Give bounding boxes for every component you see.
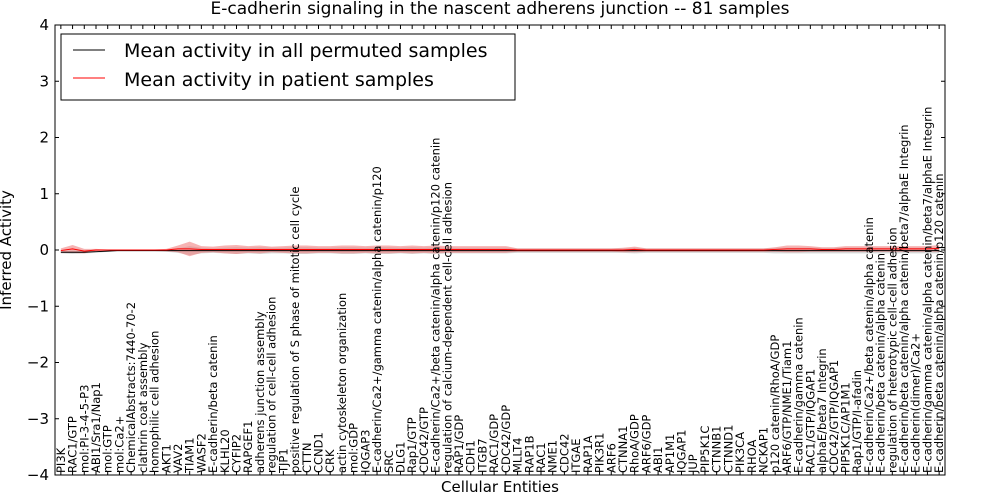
y-tick-label: −4 bbox=[27, 466, 49, 484]
x-category-label: regulation of heterotypic cell-cell adhe… bbox=[885, 227, 899, 473]
x-category-label: RAPGEF1 bbox=[241, 421, 255, 473]
x-category-label: IQGAP3 bbox=[358, 430, 372, 473]
x-category-label: AP1M1 bbox=[663, 434, 677, 473]
y-tick-label: 2 bbox=[39, 129, 49, 147]
y-tick-label: −3 bbox=[27, 410, 49, 428]
x-category-label: ABI1/Sra1/Nap1 bbox=[89, 382, 103, 473]
x-category-label: positive regulation of S phase of mitoti… bbox=[288, 187, 302, 473]
legend-label-patient: Mean activity in patient samples bbox=[124, 69, 434, 91]
x-category-label: TJP1 bbox=[276, 448, 290, 474]
x-category-label: RAC1/GTP bbox=[66, 416, 80, 473]
x-category-label: clathrin coat assembly bbox=[136, 342, 150, 473]
line-series-1 bbox=[60, 247, 940, 252]
x-category-label: E-cadherin/Ca2+/beta catenin/alpha caten… bbox=[429, 138, 443, 473]
x-category-label: E-cadherin/beta catenin/alpha catenin/p1… bbox=[932, 174, 946, 474]
legend-label-permuted: Mean activity in all permuted samples bbox=[124, 40, 487, 62]
x-category-label: CDC42/GTP bbox=[417, 407, 431, 473]
x-category-label: homophilic cell adhesion bbox=[148, 331, 162, 473]
x-category-label: E-cadherin/beta catenin/alpha catenin bbox=[874, 253, 888, 473]
x-category-label: CTNNB1 bbox=[710, 426, 724, 473]
x-category-label: CDH1 bbox=[464, 440, 478, 473]
x-category-label: CTNND1 bbox=[721, 425, 735, 473]
y-tick-label: 1 bbox=[39, 185, 49, 203]
chart-title: E-cadherin signaling in the nascent adhe… bbox=[211, 0, 790, 19]
x-category-label: TIAM1 bbox=[183, 437, 197, 474]
x-category-label: ITGAE bbox=[569, 439, 583, 473]
x-category-label: ARF6 bbox=[604, 443, 618, 473]
x-category-label: SRC bbox=[382, 450, 396, 473]
y-tick-label: −1 bbox=[27, 297, 49, 315]
x-category-label: adherens junction assembly bbox=[253, 311, 267, 473]
x-category-label: E-cadherin/Ca2+/beta catenin/alpha caten… bbox=[862, 217, 876, 473]
x-category-label: DLG1 bbox=[393, 442, 407, 474]
x-category-label: RAC1/GDP bbox=[487, 414, 501, 473]
category-labels: PI3KRAC1/GTPmol:PI-3-4-5-P3ABI1/Sra1/Nap… bbox=[54, 107, 946, 474]
x-category-label: CDC42 bbox=[557, 433, 571, 473]
x-category-label: mol:PI-3-4-5-P3 bbox=[77, 385, 91, 473]
x-category-label: ARF6/GTP/NME1/Tiam1 bbox=[780, 341, 794, 473]
x-category-label: IQGAP1 bbox=[675, 430, 689, 473]
legend: Mean activity in all permuted samples Me… bbox=[60, 33, 516, 101]
x-category-label: CDC42/GDP bbox=[499, 405, 513, 473]
x-category-label: RAP1B bbox=[522, 435, 536, 473]
x-category-label: E-cadherin/Ca2+/gamma catenin/alpha cate… bbox=[370, 166, 384, 473]
x-category-label: mol:GTP bbox=[101, 425, 115, 473]
x-category-label: RAC1 bbox=[534, 442, 548, 473]
x-category-label: actin cytoskeleton organization bbox=[335, 293, 349, 473]
y-axis-label: Inferred Activity bbox=[0, 190, 15, 310]
series-lines bbox=[60, 247, 940, 253]
x-category-label: PIK3R1 bbox=[593, 433, 607, 474]
x-category-label: MLLT4 bbox=[511, 438, 525, 474]
x-category-label: RAP1A bbox=[581, 435, 595, 473]
x-category-label: RHOA bbox=[745, 440, 759, 473]
x-category-label: mol:Ca2+ bbox=[112, 416, 126, 473]
legend-box bbox=[60, 33, 516, 101]
x-category-label: mol:GDP bbox=[347, 423, 361, 473]
x-category-label: p120 catenin/RhoA/GDP bbox=[768, 335, 782, 473]
x-category-label: Rap1/GTP bbox=[405, 417, 419, 473]
y-tick-label: 3 bbox=[39, 72, 49, 90]
x-category-label: CRK bbox=[323, 449, 337, 473]
x-category-label: Rap1/GTP/I-afadin bbox=[850, 370, 864, 473]
x-category-label: ABI1 bbox=[651, 447, 665, 473]
x-category-label: RAC1/GTP/IQGAP1 bbox=[803, 369, 817, 473]
x-category-label: E-cadherin/beta catenin bbox=[206, 335, 220, 473]
x-category-label: CCND1 bbox=[311, 432, 325, 473]
x-category-label: regulation of cell-cell adhesion bbox=[265, 297, 279, 473]
y-tick-label: −2 bbox=[27, 354, 49, 372]
x-category-label: VAV2 bbox=[171, 444, 185, 473]
x-category-label: NCKAP1 bbox=[756, 427, 770, 473]
x-category-label: E-cadherin/gamma catenin bbox=[792, 317, 806, 473]
x-category-label: NME1 bbox=[546, 440, 560, 473]
x-category-label: ARF6/GDP bbox=[639, 415, 653, 473]
x-category-label: RhoA/GDP bbox=[628, 414, 642, 473]
x-category-label: CTTN bbox=[300, 443, 314, 473]
axis-ticks: 4 3 2 1 0 −1 −2 −3 −4 bbox=[27, 16, 945, 484]
x-category-label: CTNNA1 bbox=[616, 426, 630, 473]
y-tick-label: 4 bbox=[39, 16, 49, 34]
x-axis-label: Cellular Entities bbox=[441, 478, 559, 496]
x-category-label: E-cadherin/gamma catenin/alpha catenin/b… bbox=[920, 107, 934, 473]
x-category-label: CDC42/GTP/IQGAP1 bbox=[827, 360, 841, 473]
x-category-label: PIK3CA bbox=[733, 432, 747, 473]
x-category-label: AKT1 bbox=[159, 444, 173, 473]
x-category-label: RAP1/GDP bbox=[452, 415, 466, 473]
x-category-label: ChemicalAbstracts:7440-70-2 bbox=[124, 302, 138, 473]
band-series-1 bbox=[60, 241, 940, 257]
x-category-label: KLHL20 bbox=[218, 429, 232, 473]
y-tick-label: 0 bbox=[39, 241, 49, 259]
x-category-label: regulation of calcium-dependent cell-cel… bbox=[440, 182, 454, 473]
x-category-label: alphaE/beta7 Integrin bbox=[815, 348, 829, 473]
line-series-0 bbox=[60, 250, 940, 253]
x-category-label: E-cadherin(dimer)/Ca2+ bbox=[909, 333, 923, 473]
x-category-label: PIP5K1C/AP1M1 bbox=[838, 382, 852, 473]
x-category-label: ITGB7 bbox=[475, 438, 489, 473]
x-category-label: CYFIP2 bbox=[230, 434, 244, 473]
x-category-label: E-cadherin/beta catenin/alpha catenin/be… bbox=[897, 124, 911, 473]
x-category-label: JUP bbox=[686, 454, 700, 474]
x-category-label: PIP5K1C bbox=[698, 426, 712, 473]
x-category-label: PI3K bbox=[54, 447, 68, 473]
x-category-label: WASF2 bbox=[194, 433, 208, 473]
